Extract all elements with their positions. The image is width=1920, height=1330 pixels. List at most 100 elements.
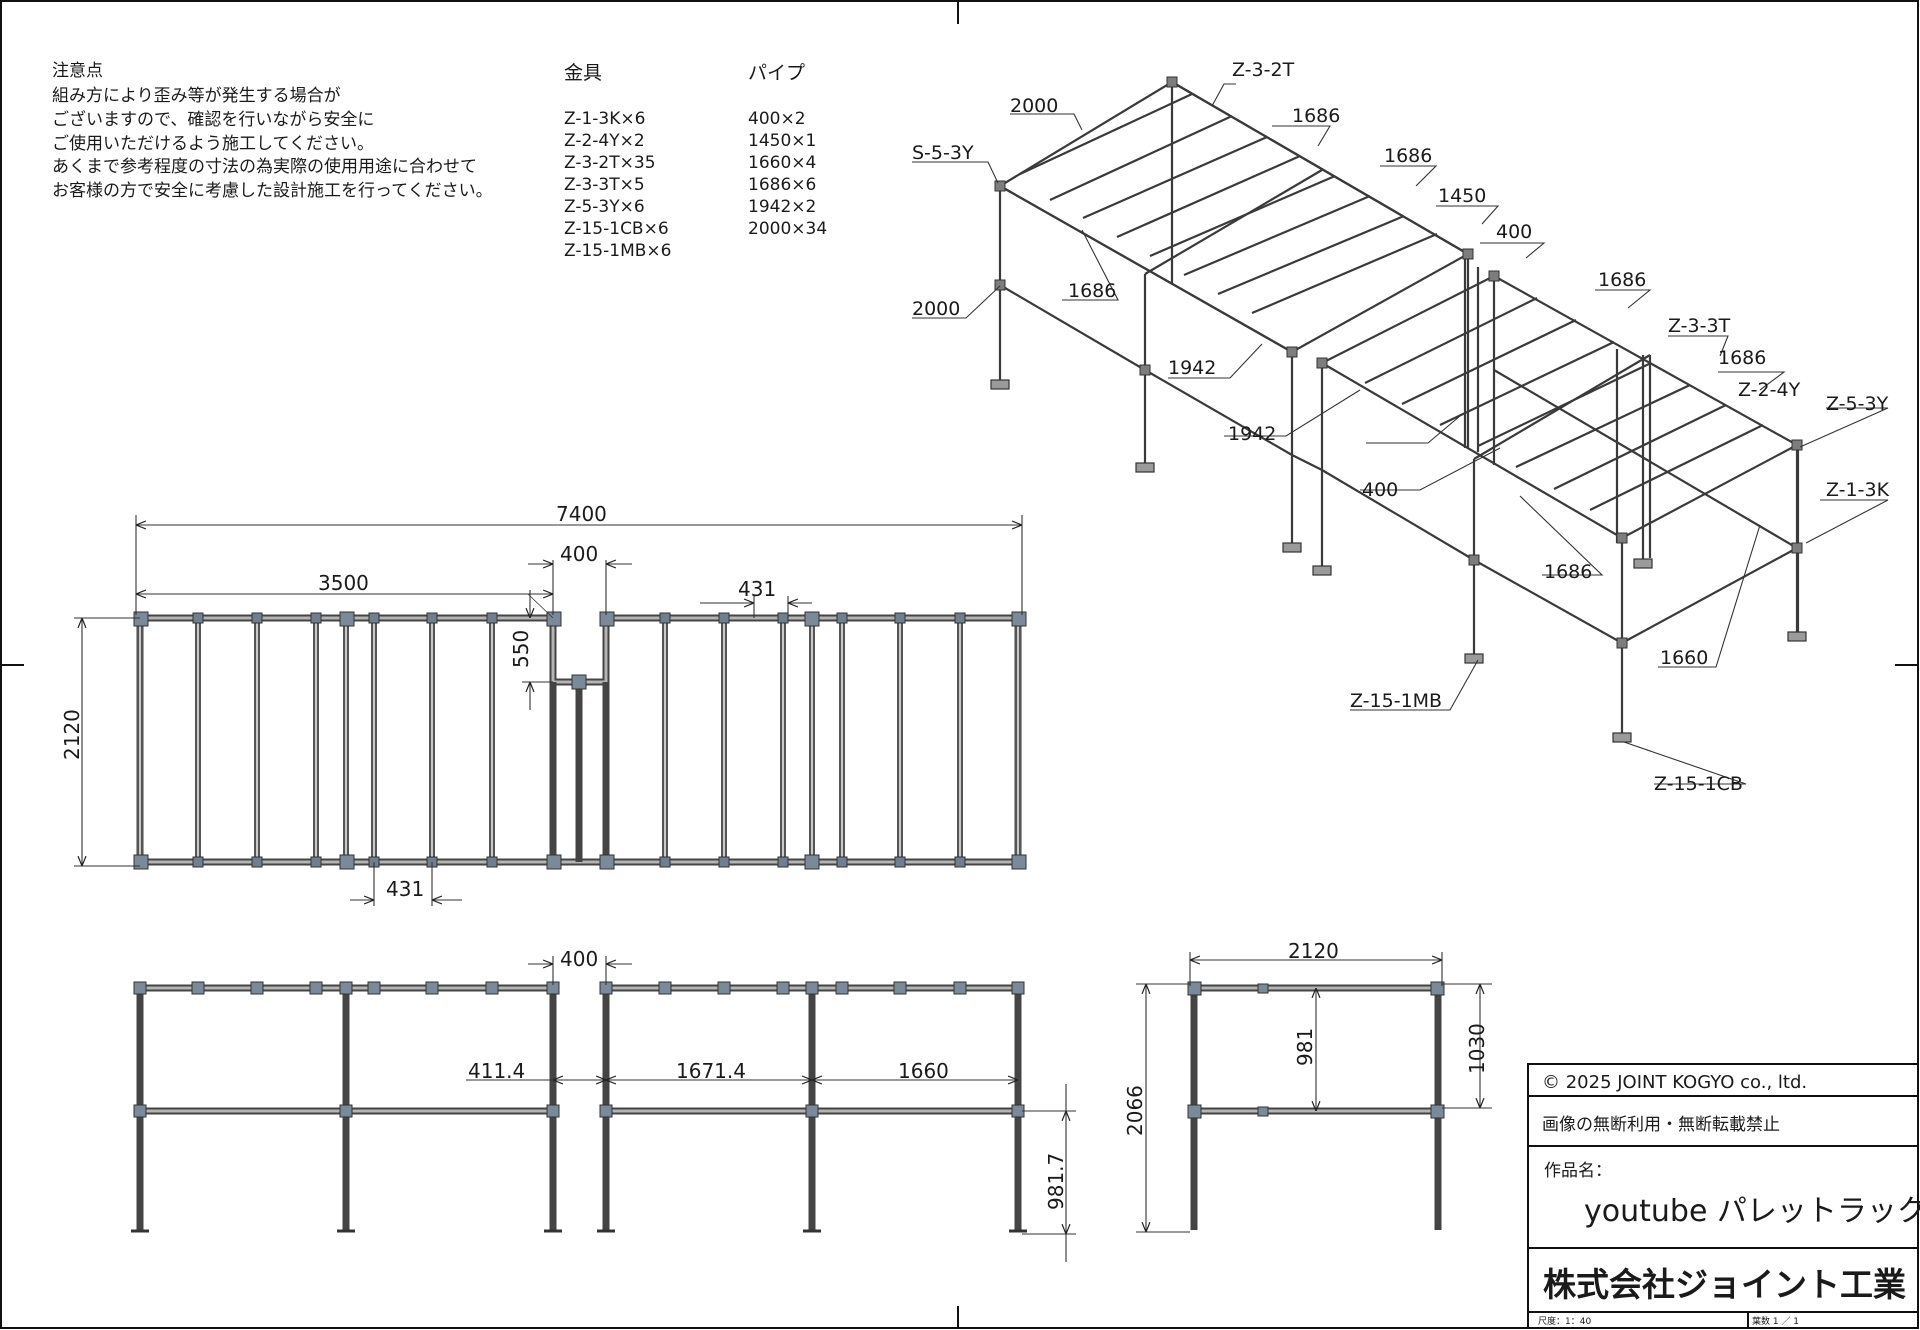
notes-line: ございますので、確認を行いながら安全に: [52, 109, 374, 130]
label-1660: 1660: [1660, 647, 1708, 669]
plan-dim-left: 3500: [318, 571, 369, 595]
pipe-item: 1450×1: [748, 131, 816, 151]
fittings-heading: 金具: [564, 62, 602, 84]
front-dim-height: 981.7: [1044, 1153, 1068, 1210]
front-joint: [805, 1104, 819, 1118]
front-joint: [546, 1104, 560, 1118]
front-joint: [133, 981, 147, 995]
front-dim-1: 411.4: [468, 1059, 525, 1083]
front-joint: [953, 981, 967, 995]
label-2000: 2000: [912, 298, 960, 320]
scale-text: 尺度：1：40: [1538, 1315, 1591, 1327]
front-fittings: [131, 981, 1027, 1233]
side-dim-upper: 1030: [1465, 1023, 1489, 1074]
sheets-text: 葉数 1 ／ 1: [1752, 1315, 1799, 1327]
front-dim-gap: 400: [560, 947, 598, 971]
iso-top-left: [999, 80, 1471, 471]
front-joint: [191, 981, 205, 995]
notes-line: ご使用いただけるよう施工してください。: [52, 133, 374, 154]
plan-joint: [192, 612, 204, 624]
pipe-item: 1660×4: [748, 153, 816, 173]
plan-joint: [659, 612, 671, 624]
label-z53y: Z-5-3Y: [1826, 393, 1889, 415]
front-frame-inner: [140, 986, 1018, 1113]
plan-dim-gap: 400: [560, 542, 598, 566]
front-dim-2: 1671.4: [676, 1059, 746, 1083]
front-joint: [805, 981, 819, 995]
notes-line: お客様の方で安全に考慮した設計施工を行ってください。: [52, 181, 493, 201]
plan-joint: [251, 856, 263, 868]
label-1450: 1450: [1438, 185, 1486, 207]
fitting-item: Z-3-2T×35: [564, 153, 656, 173]
label-1942: 1942: [1168, 357, 1216, 379]
front-view: 400 411.4 1671.4 1660 981.7: [131, 947, 1076, 1262]
fitting-item: Z-5-3Y×6: [564, 197, 645, 217]
plan-joint: [310, 612, 322, 624]
fittings-list: Z-1-3K×6Z-2-4Y×2Z-3-2T×35Z-3-3T×5Z-5-3Y×…: [564, 109, 671, 261]
iso-top-right: [1321, 274, 1800, 644]
plan-joint: [836, 612, 848, 624]
plan-joint: [718, 856, 730, 868]
front-joint: [599, 1104, 613, 1118]
label-1686: 1686: [1544, 561, 1592, 583]
label-1686: 1686: [1068, 280, 1116, 302]
plan-joint: [894, 612, 906, 624]
plan-joint: [310, 856, 322, 868]
plan-joint: [426, 612, 438, 624]
label-z33t: Z-3-3T: [1668, 315, 1731, 337]
pipe-item: 2000×34: [748, 219, 827, 239]
side-dim-width: 2120: [1288, 939, 1339, 963]
label-z24y: Z-2-4Y: [1738, 379, 1801, 401]
label-1686: 1686: [1292, 105, 1340, 127]
plan-joint: [659, 856, 671, 868]
label-1686: 1686: [1384, 145, 1432, 167]
front-joint: [339, 981, 353, 995]
label-z32t: Z-3-2T: [1232, 59, 1295, 81]
side-view: 2120 981 1030 2066: [1123, 939, 1492, 1233]
plan-joint: [836, 856, 848, 868]
fitting-item: Z-15-1CB×6: [564, 219, 669, 239]
plan-joint: [777, 856, 789, 868]
front-joint: [658, 981, 672, 995]
notes-line: あくまで参考程度の寸法の為実際の使用用途に合わせて: [52, 156, 477, 177]
fitting-item: Z-3-3T×5: [564, 175, 645, 195]
front-joint: [309, 981, 323, 995]
pipes-heading: パイプ: [748, 62, 805, 84]
front-dimension-lines: [466, 956, 1076, 1262]
plan-joint: [954, 612, 966, 624]
front-joint: [893, 981, 907, 995]
plan-dim-spacing-top: 431: [738, 577, 776, 601]
plan-dimension-lines: [74, 515, 1023, 906]
plan-joint: [368, 612, 380, 624]
front-joint: [250, 981, 264, 995]
front-joint: [776, 981, 790, 995]
side-fittings: [1187, 981, 1445, 1119]
front-joint: [1011, 981, 1025, 995]
label-z151cb: Z-15-1CB: [1654, 773, 1743, 795]
notice-text: 画像の無断利用・無断転載禁止: [1542, 1115, 1780, 1135]
pipe-item: 1942×2: [748, 197, 816, 217]
plan-joint: [954, 856, 966, 868]
plan-notch-post: [549, 682, 610, 862]
fitting-item: Z-2-4Y×2: [564, 131, 645, 151]
plan-joint: [894, 856, 906, 868]
label-1686: 1686: [1718, 347, 1766, 369]
copyright-text: © 2025 JOINT KOGYO co., ltd.: [1542, 1072, 1807, 1093]
iso-leaders: [912, 83, 1889, 785]
notes-heading: 注意点: [52, 61, 103, 81]
plan-dim-spacing-bottom: 431: [386, 877, 424, 901]
notes-line: 組み方により歪み等が発生する場合が: [52, 86, 341, 106]
title-block: © 2025 JOINT KOGYO co., ltd. 画像の無断利用・無断転…: [1527, 1063, 1920, 1329]
parts-list: 金具 パイプ Z-1-3K×6Z-2-4Y×2Z-3-2T×35Z-3-3T×5…: [564, 62, 827, 261]
iso-joints: [994, 76, 1803, 649]
plan-joint: [192, 856, 204, 868]
pipe-item: 1686×6: [748, 175, 816, 195]
plan-cross-bars: [134, 612, 1024, 868]
front-joint: [835, 981, 849, 995]
label-z13k: Z-1-3K: [1826, 479, 1890, 501]
label-z151mb: Z-15-1MB: [1350, 690, 1442, 712]
front-joint: [367, 981, 381, 995]
